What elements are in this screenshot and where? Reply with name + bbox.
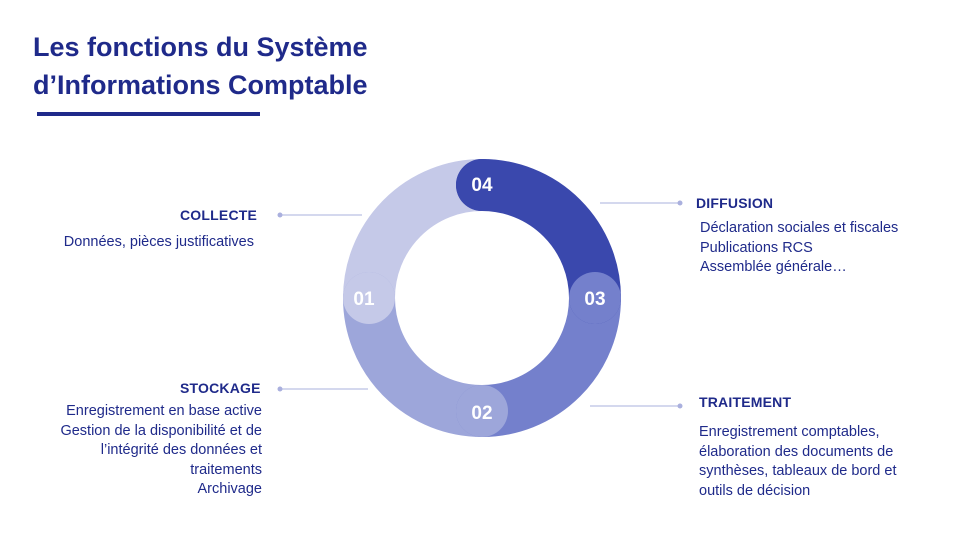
step-number-04: 04 (471, 175, 493, 196)
step-number-03: 03 (584, 289, 605, 310)
stockage-line-4: traitements (190, 461, 262, 478)
stockage-line-3: l’intégrité des données et (100, 442, 262, 458)
collecte-heading: COLLECTE (180, 207, 258, 223)
traitement-description: Enregistrement comptables, élaboration d… (699, 423, 897, 501)
stockage-heading: STOCKAGE (180, 380, 261, 396)
collecte-description: Données, pièces justificatives (64, 233, 254, 253)
connector-dot-traitement (677, 403, 683, 409)
collecte-line-1: Données, pièces justificatives (63, 234, 254, 250)
connectors (277, 200, 683, 409)
step-number-01: 01 (353, 289, 375, 310)
segment-04-cap (456, 159, 508, 211)
connector-dot-diffusion (677, 200, 683, 206)
title-line-2: d’Informations Comptable (33, 70, 368, 100)
traitement-line-1: Enregistrement comptables, (699, 424, 880, 440)
page-title: Les fonctions du Système d’Informations … (33, 28, 453, 104)
diffusion-heading: DIFFUSION (696, 195, 774, 211)
traitement-line-4: outils de décision (699, 482, 811, 499)
diffusion-line-3: Assemblée générale… (700, 259, 847, 275)
diffusion-description: Déclaration sociales et fiscales Publica… (700, 219, 898, 278)
stockage-line-5: Archivage (197, 481, 262, 497)
diffusion-line-1: Déclaration sociales et fiscales (700, 220, 899, 236)
traitement-line-3: synthèses, tableaux de bord et (699, 463, 897, 479)
stockage-description: Enregistrement en base active Gestion de… (60, 402, 262, 500)
step-number-02: 02 (471, 403, 492, 424)
stockage-line-2: Gestion de la disponibilité et de (60, 422, 262, 439)
connector-dot-stockage (277, 386, 283, 392)
title-line-1: Les fonctions du Système (33, 32, 368, 62)
traitement-heading: TRAITEMENT (699, 394, 792, 410)
segment-02-cap (456, 385, 508, 437)
stockage-line-1: Enregistrement en base active (66, 403, 262, 419)
traitement-line-2: élaboration des documents de (699, 443, 894, 460)
connector-dot-collecte (277, 212, 283, 218)
diffusion-line-2: Publications RCS (700, 239, 813, 256)
title-underline (37, 112, 260, 116)
segment-03-cap (569, 272, 621, 324)
segment-01-cap (343, 272, 395, 324)
